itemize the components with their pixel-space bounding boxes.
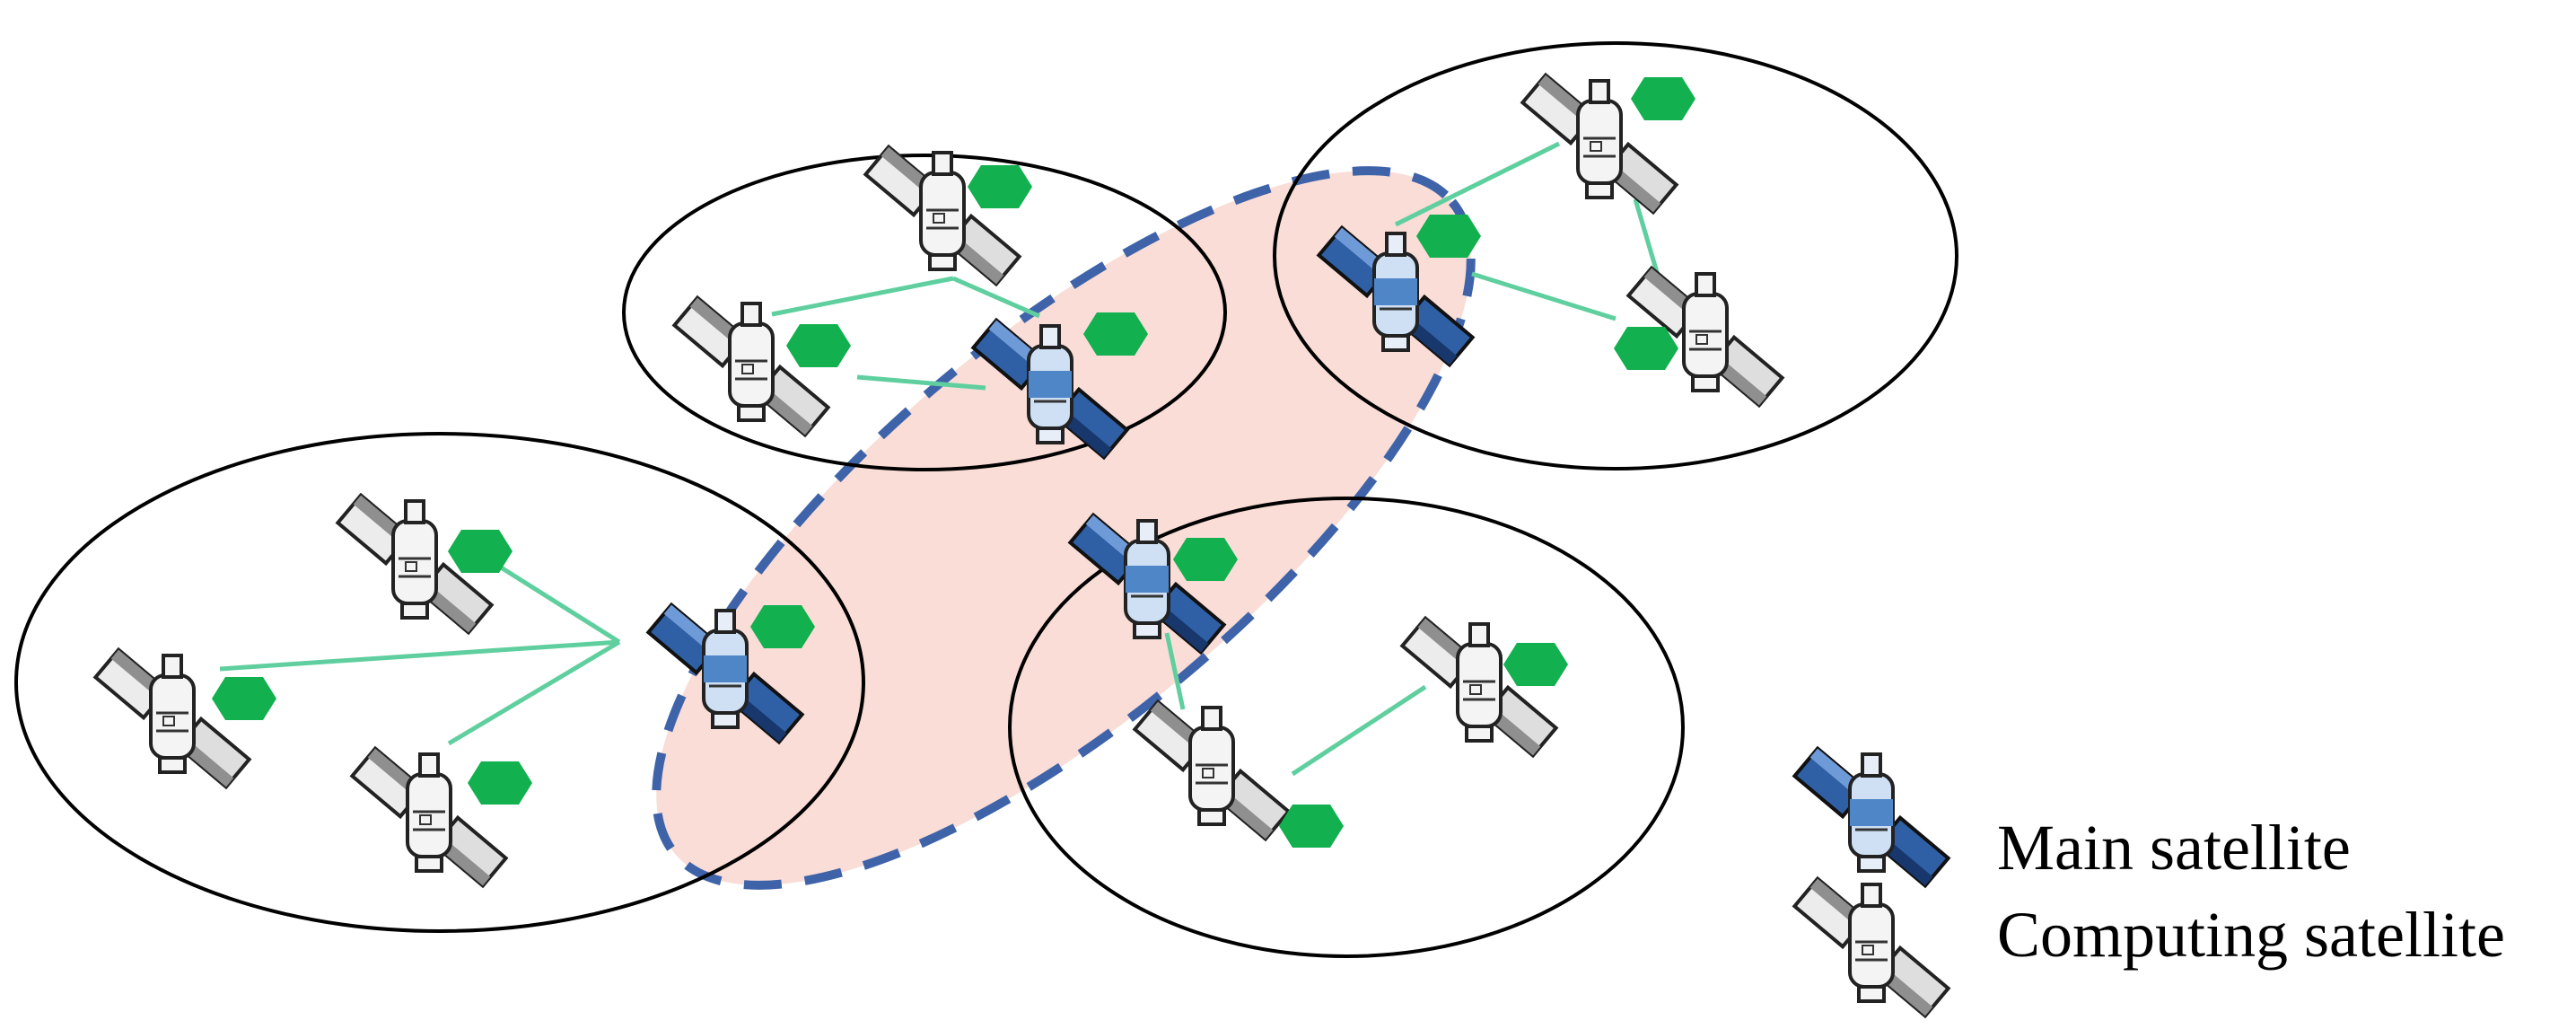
green-hexagon-icon xyxy=(448,530,513,573)
link xyxy=(219,639,620,672)
computing-satellite-icon xyxy=(1792,876,1950,1018)
green-hexagon-icon xyxy=(786,324,851,367)
green-hexagon-icon xyxy=(968,165,1032,208)
link xyxy=(771,276,954,317)
green-hexagon-icon xyxy=(1083,312,1148,356)
green-hexagon-icon xyxy=(750,605,815,648)
link xyxy=(1164,632,1186,710)
link xyxy=(496,563,621,645)
main-satellite-cluster xyxy=(652,166,1476,890)
link xyxy=(1291,684,1427,777)
cluster-left xyxy=(14,432,865,933)
green-hexagon-icon xyxy=(1631,77,1695,120)
legend-computing-label: Computing satellite xyxy=(1997,899,2505,971)
green-hexagon-icon xyxy=(1503,643,1568,686)
computing-satellite-icon xyxy=(1400,616,1558,758)
green-hexagon-icon xyxy=(468,761,532,805)
legend-main-label: Main satellite xyxy=(1997,812,2351,884)
green-hexagon-icon xyxy=(1416,215,1481,258)
main-satellite-icon xyxy=(1792,746,1950,888)
green-hexagon-icon xyxy=(1279,805,1344,848)
green-hexagon-icon xyxy=(212,677,276,720)
computing-satellite-icon xyxy=(1133,699,1291,841)
cluster-bottom-right xyxy=(1008,497,1685,958)
legend: Main satellite Computing satellite xyxy=(1792,746,2505,1018)
green-hexagon-icon xyxy=(1614,327,1678,370)
link xyxy=(1633,198,1661,279)
link xyxy=(951,276,1041,319)
link xyxy=(856,374,986,391)
links xyxy=(219,141,1661,777)
link xyxy=(1471,271,1617,321)
link xyxy=(447,639,621,746)
link xyxy=(1394,141,1561,227)
green-hexagon-icon xyxy=(1173,538,1238,581)
cluster-top-right xyxy=(1273,41,1958,471)
cluster-top-middle xyxy=(622,154,1227,471)
